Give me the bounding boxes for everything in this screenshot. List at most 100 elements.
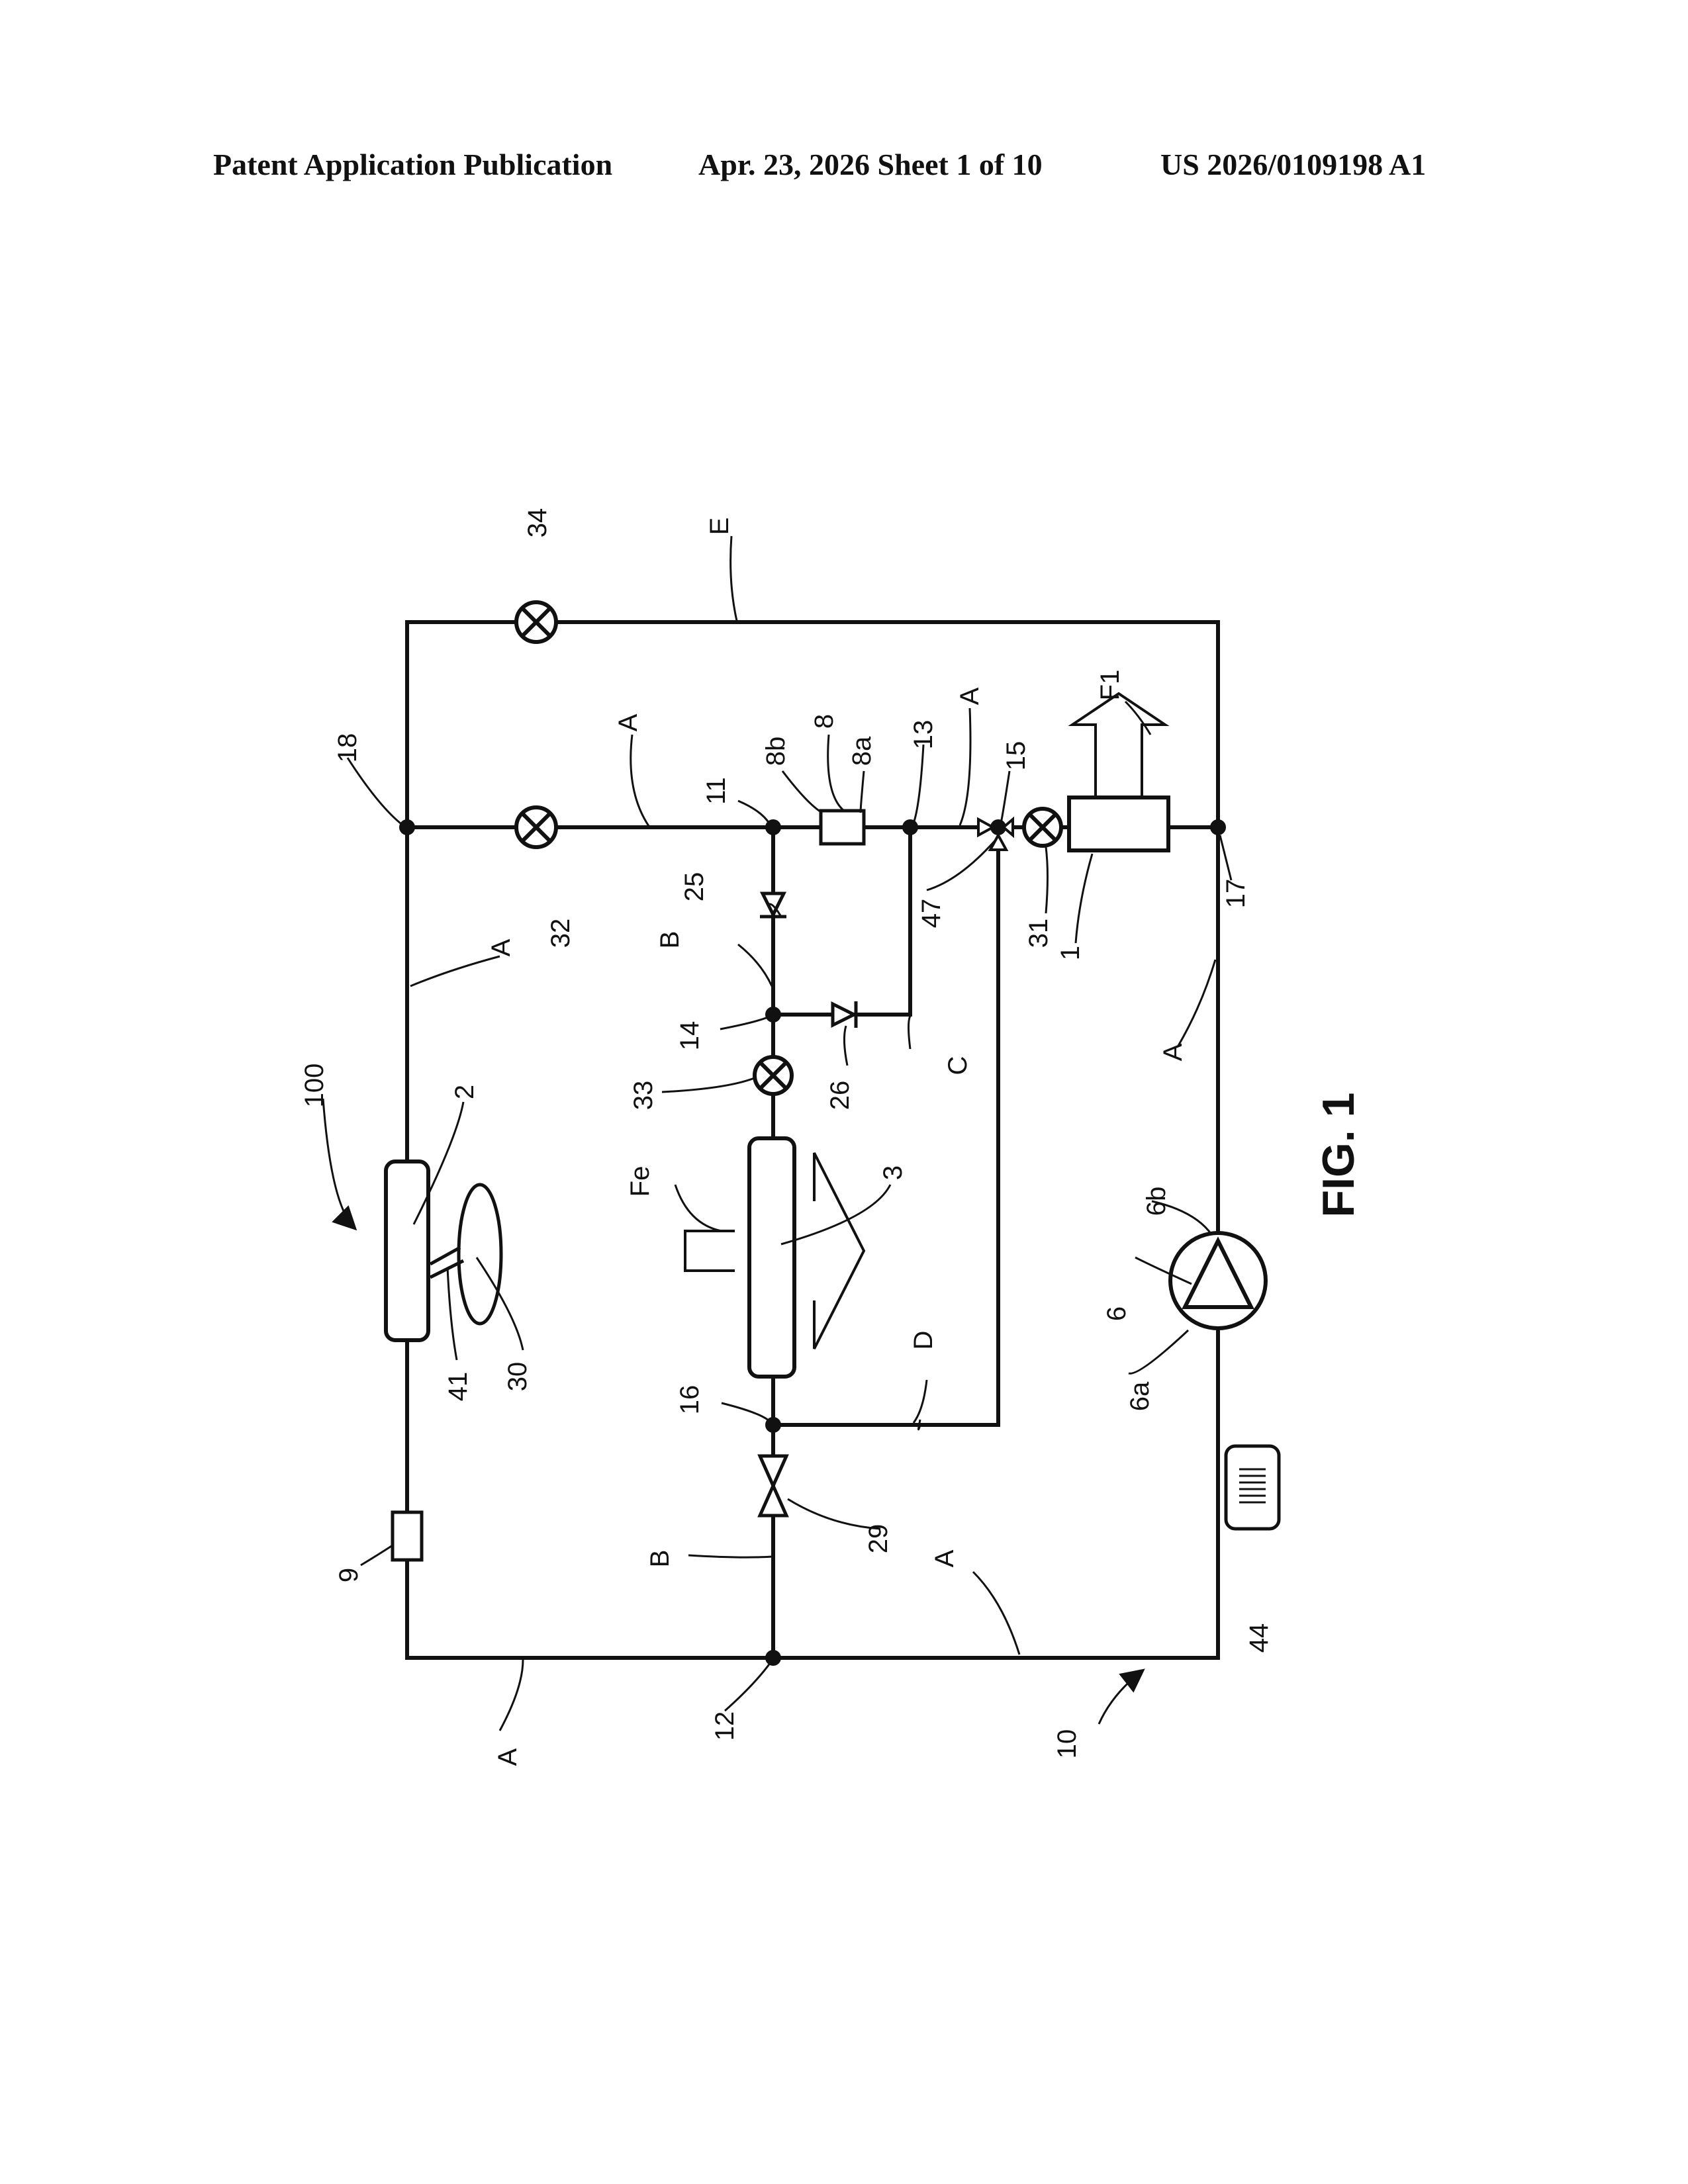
label-a-left: A xyxy=(493,1748,522,1766)
leader-47 xyxy=(927,839,996,890)
label-fe: Fe xyxy=(626,1166,655,1197)
leader-a-top2 xyxy=(960,708,970,825)
leader-d-2 xyxy=(914,1380,927,1423)
leader-33 xyxy=(662,1077,756,1092)
label-a-bottom: A xyxy=(930,1549,959,1567)
heat-exchanger-2 xyxy=(386,1161,428,1340)
junction-17 xyxy=(1210,819,1226,835)
label-26: 26 xyxy=(825,1081,855,1111)
label-d: D xyxy=(909,1331,938,1350)
label-41: 41 xyxy=(444,1372,473,1402)
valve-33-icon xyxy=(755,1057,792,1094)
label-c: C xyxy=(943,1056,972,1075)
label-1: 1 xyxy=(1056,946,1085,960)
leader-a-right xyxy=(1178,960,1215,1046)
expansion-valve-29-icon xyxy=(760,1456,786,1516)
valve-34-icon xyxy=(516,602,556,642)
leader-100 xyxy=(323,1099,354,1228)
label-18: 18 xyxy=(333,733,362,763)
leader-16 xyxy=(722,1403,770,1422)
label-11: 11 xyxy=(702,777,731,805)
leader-a-upper xyxy=(410,956,500,986)
valves xyxy=(516,602,1061,1094)
leader-8a xyxy=(861,771,864,813)
junction-18 xyxy=(399,819,415,835)
component-1-assembly xyxy=(1069,675,1205,850)
leader-15 xyxy=(1001,771,1009,823)
component-30-assembly xyxy=(430,1185,501,1324)
leader-b-lower xyxy=(688,1555,772,1557)
component-9 xyxy=(393,1512,422,1560)
heat-exchanger-3-assembly xyxy=(685,1138,864,1377)
label-29: 29 xyxy=(864,1524,893,1554)
label-14: 14 xyxy=(675,1021,704,1051)
label-6b: 6b xyxy=(1142,1187,1171,1216)
junction-14 xyxy=(765,1007,781,1023)
component-1 xyxy=(1069,797,1168,850)
leader-6a xyxy=(1129,1330,1188,1373)
label-f1: F1 xyxy=(1096,670,1125,701)
leader-c xyxy=(909,1016,911,1049)
label-8a: 8a xyxy=(847,736,876,766)
leader-14 xyxy=(720,1017,768,1029)
label-34: 34 xyxy=(523,508,552,538)
label-b-upper: B xyxy=(655,931,684,949)
label-17: 17 xyxy=(1221,879,1250,909)
label-25: 25 xyxy=(680,872,709,902)
check-valve-26-icon xyxy=(833,1001,856,1028)
label-8: 8 xyxy=(810,714,839,729)
label-31: 31 xyxy=(1024,919,1053,948)
label-a-upper: A xyxy=(487,938,516,956)
label-44: 44 xyxy=(1244,1623,1274,1653)
label-e: E xyxy=(705,518,734,535)
leader-a-left xyxy=(500,1660,523,1731)
leader-a-top xyxy=(631,735,649,826)
label-6a: 6a xyxy=(1125,1381,1154,1411)
junction-13 xyxy=(902,819,918,835)
label-9: 9 xyxy=(334,1568,363,1582)
label-a-right: A xyxy=(1158,1043,1188,1061)
figure-title: FIG. 1 xyxy=(1313,1093,1364,1218)
label-33: 33 xyxy=(629,1081,658,1111)
leader-13 xyxy=(914,745,923,823)
label-b-lower: B xyxy=(645,1550,675,1568)
label-3: 3 xyxy=(878,1165,908,1180)
leader-31 xyxy=(1046,847,1048,913)
leader-11 xyxy=(738,801,769,823)
leader-e xyxy=(731,536,737,621)
valve-31-icon xyxy=(1024,809,1061,846)
leader-9 xyxy=(361,1545,393,1565)
label-13: 13 xyxy=(909,720,938,750)
leader-18 xyxy=(348,758,400,823)
label-a-top2: A xyxy=(955,687,984,705)
leader-41 xyxy=(447,1267,457,1360)
label-6: 6 xyxy=(1102,1306,1131,1321)
leader-8b xyxy=(782,771,822,813)
leader-17 xyxy=(1220,835,1231,880)
label-10: 10 xyxy=(1053,1729,1082,1759)
component-30 xyxy=(459,1185,501,1324)
leader-12 xyxy=(725,1662,771,1711)
leader-a-bottom xyxy=(973,1572,1019,1655)
leader-d xyxy=(919,1420,921,1430)
junction-12 xyxy=(765,1650,781,1666)
leader-fe xyxy=(675,1185,722,1231)
leader-b-upper xyxy=(738,944,772,986)
label-2: 2 xyxy=(450,1085,479,1099)
junction-dots xyxy=(399,819,1226,1666)
valve-32-icon xyxy=(516,807,556,847)
label-30: 30 xyxy=(503,1362,532,1392)
leader-8 xyxy=(828,735,844,811)
component-8 xyxy=(821,811,864,844)
leader-1 xyxy=(1076,854,1092,943)
label-a-top: A xyxy=(614,713,643,731)
leader-26 xyxy=(844,1026,847,1066)
label-16: 16 xyxy=(675,1385,704,1415)
label-15: 15 xyxy=(1002,741,1031,771)
leader-10 xyxy=(1099,1671,1142,1724)
label-8b: 8b xyxy=(761,737,790,766)
flow-arrow-3-out xyxy=(814,1153,864,1349)
component-44 xyxy=(1226,1446,1279,1529)
label-12: 12 xyxy=(710,1711,739,1741)
